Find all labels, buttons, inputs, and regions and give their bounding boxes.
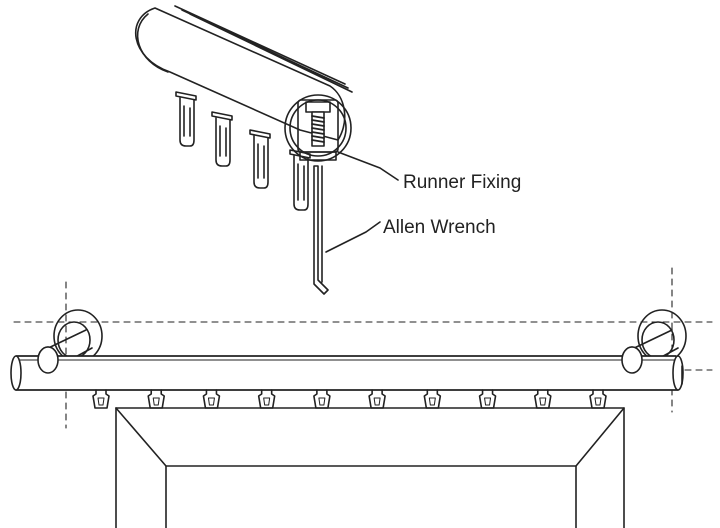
allen-wrench-leader-line — [325, 221, 381, 253]
runner-fixing-top — [305, 101, 331, 113]
rail-runner — [368, 389, 386, 409]
window-frame — [115, 407, 625, 528]
rail-runner — [313, 389, 331, 409]
rail-runner — [533, 389, 552, 409]
rail-runner — [423, 389, 442, 409]
fixing-screw — [311, 111, 325, 147]
allen-wrench-icon — [313, 165, 329, 295]
allen-wrench-label: Allen Wrench — [383, 217, 496, 238]
fixing-base — [299, 151, 337, 161]
rail-detail-view — [134, 5, 353, 295]
rail-end-cap-ring — [284, 94, 352, 162]
rail-runner — [257, 389, 276, 409]
detail-runner-3 — [249, 129, 271, 189]
rail-detail-front-edge — [136, 13, 169, 73]
rail-runner — [92, 389, 110, 409]
rail-detail-body — [134, 7, 346, 141]
detail-runner-4 — [289, 149, 311, 211]
left-bracket-pin — [37, 346, 59, 374]
detail-runner-2 — [211, 111, 233, 167]
rail-runner — [147, 389, 166, 409]
runner-fixing-label: Runner Fixing — [403, 172, 521, 193]
right-bracket-pin — [621, 346, 643, 374]
runner-row — [92, 389, 607, 409]
alignment-guides — [13, 267, 713, 429]
rail-runner — [589, 389, 607, 409]
rail-detail-top-channel — [174, 5, 353, 93]
curtain-rail — [10, 355, 684, 391]
runner-fixing-leader-line — [337, 151, 399, 181]
detail-runner-1 — [175, 91, 197, 147]
rail-runner — [478, 389, 497, 409]
rail-runner — [202, 389, 221, 409]
